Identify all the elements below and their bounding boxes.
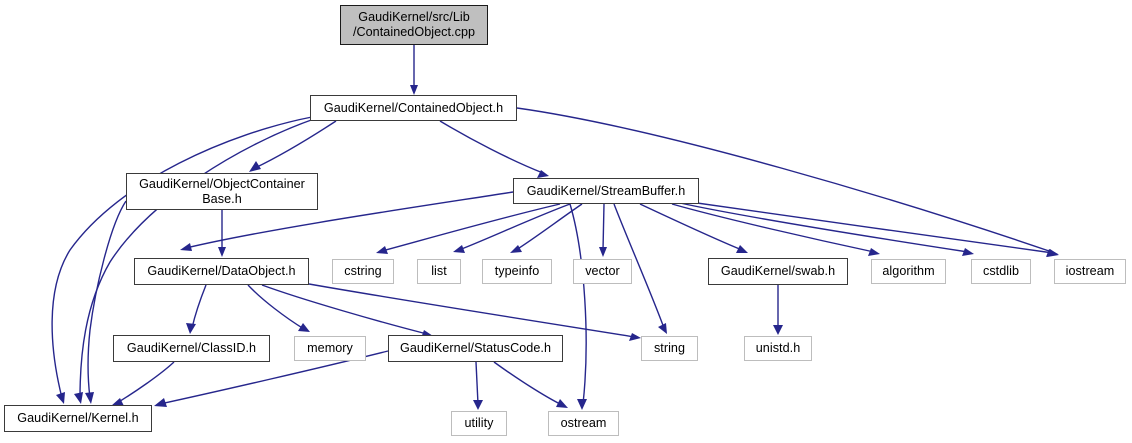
arrow-head-icon [577,399,587,410]
graph-node-label: GaudiKernel/swab.h [720,264,836,279]
edge-objcontbase-to-dataobject [218,210,226,257]
edge-streambuf-to-ostream [569,203,587,410]
graph-node-label: cstring [344,264,382,279]
graph-node-utility[interactable]: utility [451,411,507,436]
arrow-head-icon [599,247,607,257]
arrow-head-icon [736,245,748,253]
edge-streambuf-to-iostream [689,201,1059,257]
edge-statuscode-to-ostream [493,361,568,408]
arrow-head-icon [773,325,783,335]
arrow-head-icon [510,245,522,253]
edge-streambuf-to-typeinfo [510,203,583,253]
arrow-head-icon [56,392,65,404]
arrow-head-icon [868,248,880,256]
edge-contained-to-objcontbase [249,120,337,172]
edges-group [51,45,1059,410]
arrow-head-icon [85,392,94,404]
graph-node-label: iostream [1065,264,1115,279]
arrow-head-icon [249,161,261,172]
graph-node-string[interactable]: string [641,336,698,361]
arrow-head-icon [111,398,124,406]
arrow-head-icon [298,323,310,332]
graph-node-label: vector [585,264,620,279]
graph-node-label: string [653,341,686,356]
edge-objcontbase-to-kernel [85,200,127,404]
graph-node-label: unistd.h [755,341,801,356]
arrow-head-icon [218,247,226,257]
arrow-head-icon [1047,249,1059,257]
arrow-head-icon [473,400,483,410]
edge-contained-to-streambuf [439,120,549,178]
graph-node-label: GaudiKernel/DataObject.h [147,264,296,279]
graph-node-ostream[interactable]: ostream [548,411,619,436]
edge-streambuf-to-string [613,203,667,334]
graph-node-iostream[interactable]: iostream [1054,259,1126,284]
edge-streambuf-to-cstdlib [679,202,974,256]
graph-node-unistd[interactable]: unistd.h [744,336,812,361]
edge-contained-to-kernel [51,116,313,404]
arrow-head-icon [537,170,549,178]
edge-dataobject-to-memory [247,284,310,332]
graph-node-label: utility [464,416,494,431]
graph-node-dataobject[interactable]: GaudiKernel/DataObject.h [134,258,309,285]
arrow-head-icon [410,85,418,95]
edge-streambuf-to-algorithm [671,203,880,256]
graph-node-label: GaudiKernel/src/Lib /ContainedObject.cpp [352,10,476,39]
arrow-head-icon [180,243,192,251]
graph-node-vector[interactable]: vector [573,259,632,284]
graph-node-kernel[interactable]: GaudiKernel/Kernel.h [4,405,152,432]
edge-streambuf-to-dataobject [180,191,514,251]
edge-streambuf-to-swab [639,203,748,253]
arrow-head-icon [453,245,465,253]
arrow-head-icon [74,392,83,404]
edge-root-to-contained [410,45,418,95]
arrow-head-icon [154,398,167,407]
edge-dataobject-to-string [308,283,641,341]
graph-node-label: GaudiKernel/StreamBuffer.h [526,183,686,198]
graph-node-label: list [431,264,447,279]
graph-node-cstring[interactable]: cstring [332,259,394,284]
graph-node-typeinfo[interactable]: typeinfo [482,259,552,284]
edge-contained-to-kernel [74,118,315,404]
graph-node-memory[interactable]: memory [294,336,366,361]
graph-node-label: cstdlib [982,264,1020,279]
edge-streambuf-to-list [453,203,571,253]
graph-node-label: GaudiKernel/Kernel.h [17,411,139,426]
graph-node-label: GaudiKernel/StatusCode.h [399,341,552,356]
graph-node-statuscode[interactable]: GaudiKernel/StatusCode.h [388,335,563,362]
graph-node-label: GaudiKernel/ContainedObject.h [323,100,504,115]
edge-statuscode-to-utility [473,361,483,410]
graph-node-root[interactable]: GaudiKernel/src/Lib /ContainedObject.cpp [340,5,488,45]
edge-swab-to-unistd [773,285,783,335]
arrow-head-icon [556,399,568,408]
graph-node-streambuf[interactable]: GaudiKernel/StreamBuffer.h [513,178,699,204]
graph-node-label: memory [307,341,353,356]
edge-dataobject-to-statuscode [261,284,433,338]
arrow-head-icon [186,323,196,334]
graph-node-algorithm[interactable]: algorithm [871,259,946,284]
edge-streambuf-to-cstring [376,203,561,254]
arrow-head-icon [962,248,974,256]
edge-dataobject-to-classid [186,284,207,334]
arrow-head-icon [658,323,667,334]
edge-streambuf-to-vector [599,203,607,257]
arrow-head-icon [376,246,388,254]
graph-node-label: algorithm [882,264,935,279]
graph-node-classid[interactable]: GaudiKernel/ClassID.h [113,335,270,362]
graph-node-list[interactable]: list [417,259,461,284]
graph-node-swab[interactable]: GaudiKernel/swab.h [708,258,848,285]
graph-node-contained[interactable]: GaudiKernel/ContainedObject.h [310,95,517,121]
graph-node-cstdlib[interactable]: cstdlib [971,259,1031,284]
graph-node-label: ostream [560,416,607,431]
graph-node-objcontbase[interactable]: GaudiKernel/ObjectContainer Base.h [126,173,318,210]
graph-node-label: GaudiKernel/ClassID.h [126,341,257,356]
arrow-head-icon [629,333,641,341]
graph-node-label: typeinfo [494,264,540,279]
edge-classid-to-kernel [111,361,175,406]
graph-node-label: GaudiKernel/ObjectContainer Base.h [139,176,305,206]
